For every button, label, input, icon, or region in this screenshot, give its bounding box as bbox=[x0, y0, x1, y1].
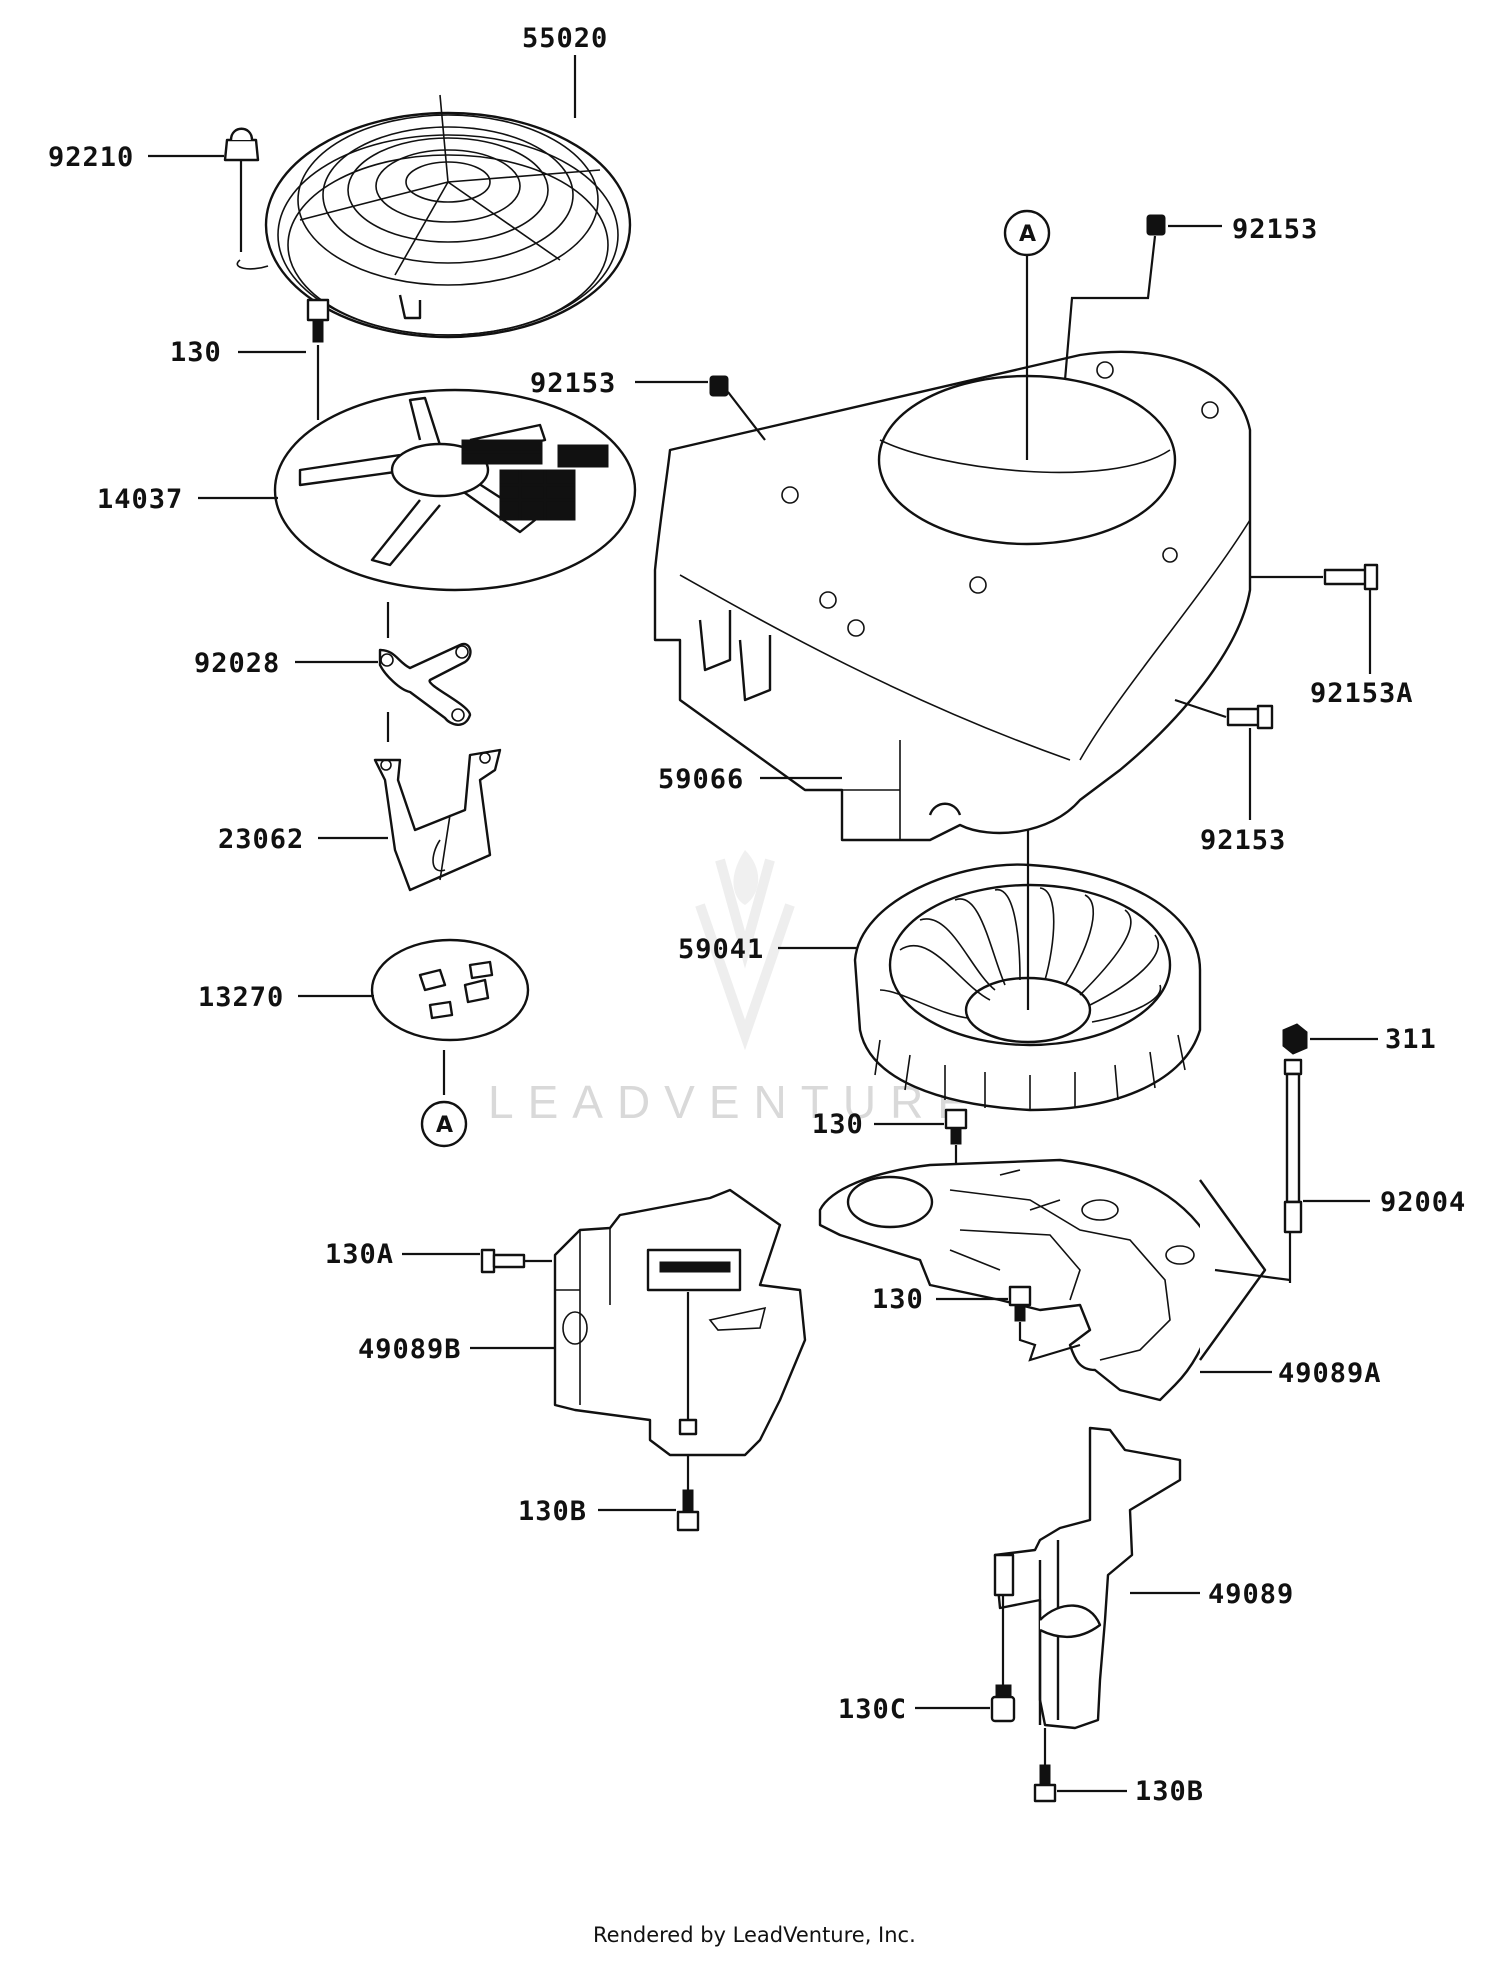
label-130b-right: 130B bbox=[1135, 1776, 1204, 1807]
label-92004: 92004 bbox=[1380, 1187, 1466, 1218]
label-59066: 59066 bbox=[658, 764, 744, 795]
label-14037: 14037 bbox=[97, 484, 183, 515]
baffle-49089 bbox=[993, 1426, 1182, 1730]
label-130c: 130C bbox=[838, 1694, 907, 1725]
bolt-130-mid bbox=[944, 1108, 968, 1145]
nut-311 bbox=[1282, 1023, 1308, 1055]
label-49089b: 49089B bbox=[358, 1334, 462, 1365]
callout-a-top-text: A bbox=[1019, 222, 1036, 247]
label-130-low: 130 bbox=[872, 1284, 924, 1315]
bolt-130b-right bbox=[1033, 1728, 1057, 1803]
callout-a-bottom-text: A bbox=[436, 1113, 453, 1138]
label-92153-mid: 92153 bbox=[530, 368, 616, 399]
bolt-130-top bbox=[306, 298, 330, 343]
fan-guard-55020 bbox=[236, 94, 632, 339]
screen-14037 bbox=[273, 388, 637, 592]
footer-credit: Rendered by LeadVenture, Inc. bbox=[593, 1923, 916, 1947]
screw-92153-low bbox=[1226, 704, 1274, 730]
label-92210: 92210 bbox=[48, 142, 134, 173]
label-92153-low: 92153 bbox=[1200, 825, 1286, 856]
label-130a: 130A bbox=[325, 1239, 394, 1270]
bolt-130a bbox=[480, 1248, 526, 1274]
nut-92210 bbox=[223, 127, 260, 252]
baffle-49089b bbox=[553, 1188, 807, 1457]
screw-92153-mid bbox=[709, 375, 729, 397]
watermark-logo bbox=[695, 850, 795, 1051]
bolt-130-low bbox=[1008, 1285, 1032, 1322]
label-130-mid: 130 bbox=[812, 1109, 864, 1140]
label-92028: 92028 bbox=[194, 648, 280, 679]
label-49089a: 49089A bbox=[1278, 1358, 1382, 1389]
plate-13270 bbox=[370, 938, 530, 1042]
bracket-23062 bbox=[373, 748, 502, 892]
stud-92004 bbox=[1283, 1058, 1303, 1234]
label-130-top: 130 bbox=[170, 337, 222, 368]
watermark-text: LEADVENTURE bbox=[488, 1076, 982, 1128]
screw-130c bbox=[990, 1595, 1016, 1723]
label-13270: 13270 bbox=[198, 982, 284, 1013]
label-92153-top: 92153 bbox=[1232, 214, 1318, 245]
label-55020: 55020 bbox=[522, 23, 608, 54]
label-49089: 49089 bbox=[1208, 1579, 1294, 1610]
baffle-49089a bbox=[818, 1158, 1267, 1402]
label-23062: 23062 bbox=[218, 824, 304, 855]
label-130b-left: 130B bbox=[518, 1496, 587, 1527]
label-59041: 59041 bbox=[678, 934, 764, 965]
plate-92028 bbox=[378, 642, 472, 726]
screw-92153-top bbox=[1146, 214, 1166, 236]
label-311: 311 bbox=[1385, 1024, 1437, 1055]
bolt-130b-left bbox=[676, 1455, 700, 1532]
callout-a-bottom bbox=[420, 1100, 468, 1148]
label-92153a: 92153A bbox=[1310, 678, 1414, 709]
screw-92153a bbox=[1323, 563, 1379, 591]
